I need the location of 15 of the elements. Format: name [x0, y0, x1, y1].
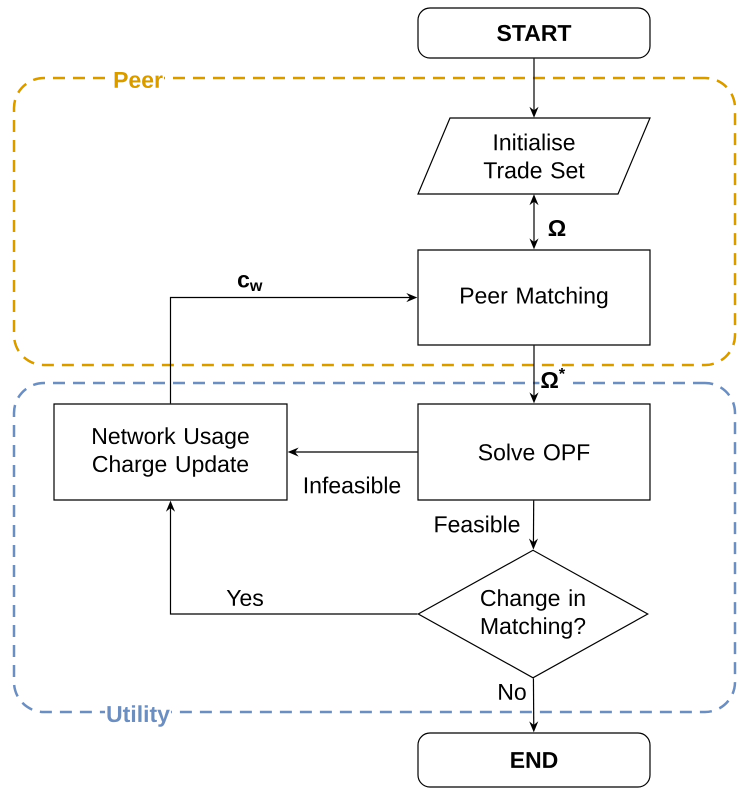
edge-label: No: [496, 682, 528, 702]
group-label: Peer: [112, 70, 164, 90]
edge-label: Ω: [546, 218, 568, 238]
edge-label: Yes: [225, 588, 265, 608]
input-parallelogram: Initialise Trade Set: [417, 117, 651, 195]
process-box: Network Usage Charge Update: [53, 403, 288, 501]
edge-label: Ω$^{*}$: [539, 366, 567, 390]
edge-label: Feasible: [432, 514, 522, 534]
terminal-box: END: [417, 732, 651, 788]
process-box: Solve OPF: [417, 403, 651, 501]
group-label: Utility: [105, 704, 171, 728]
terminal-box: START: [417, 7, 651, 59]
edge-label: c$_{w}$: [236, 274, 264, 292]
edge-label: Infeasible: [302, 476, 402, 494]
process-box: Peer Matching: [417, 249, 651, 346]
